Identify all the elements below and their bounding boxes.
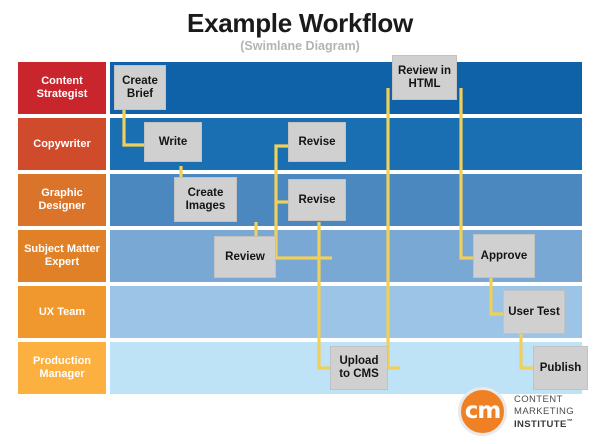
task-revise-design[interactable]: Revise: [288, 179, 346, 221]
task-create-brief[interactable]: Create Brief: [114, 65, 166, 110]
task-revise-copy[interactable]: Revise: [288, 122, 346, 162]
lane-label-subject-matter-expert: Subject Matter Expert: [18, 230, 106, 282]
task-publish[interactable]: Publish: [533, 346, 588, 390]
lane-label-copywriter: Copywriter: [18, 118, 106, 170]
page-subtitle: (Swimlane Diagram): [240, 39, 360, 53]
cmi-logo-circle-icon: [458, 387, 507, 436]
lane-label-ux-team: UX Team: [18, 286, 106, 338]
lane-label-graphic-designer: Graphic Designer: [18, 174, 106, 226]
cmi-logo-line-3-text: INSTITUTE: [514, 419, 567, 431]
task-create-images[interactable]: Create Images: [174, 177, 237, 222]
task-approve[interactable]: Approve: [473, 234, 535, 278]
cmi-logo-trademark: ™: [566, 419, 574, 425]
lane-label-content-strategist: Content Strategist: [18, 62, 106, 114]
cmi-logo: cm CONTENT MARKETING INSTITUTE™: [458, 386, 588, 438]
task-review[interactable]: Review: [214, 236, 276, 278]
cmi-logo-wordmark: CONTENT MARKETING INSTITUTE™: [514, 394, 574, 431]
task-review-in-html[interactable]: Review in HTML: [392, 55, 457, 100]
lane-label-production-manager: Production Manager: [18, 342, 106, 394]
cmi-logo-line-3: INSTITUTE™: [514, 417, 574, 431]
swimlane-rows: Content Strategist Copywriter Graphic De…: [18, 62, 582, 394]
lane-content-strategist: Content Strategist: [18, 62, 582, 114]
task-upload-to-cms[interactable]: Upload to CMS: [330, 346, 388, 390]
cmi-logo-line-2: MARKETING: [514, 405, 575, 417]
cmi-logo-line-1: CONTENT: [514, 394, 563, 405]
task-user-test[interactable]: User Test: [503, 290, 565, 334]
page-title: Example Workflow: [187, 8, 413, 38]
task-boxes: Create Brief Review in HTML Write Revise…: [18, 55, 588, 390]
task-write[interactable]: Write: [144, 122, 202, 162]
cmi-logo-monogram: cm: [464, 397, 502, 424]
lane-track-content-strategist: [110, 62, 582, 114]
